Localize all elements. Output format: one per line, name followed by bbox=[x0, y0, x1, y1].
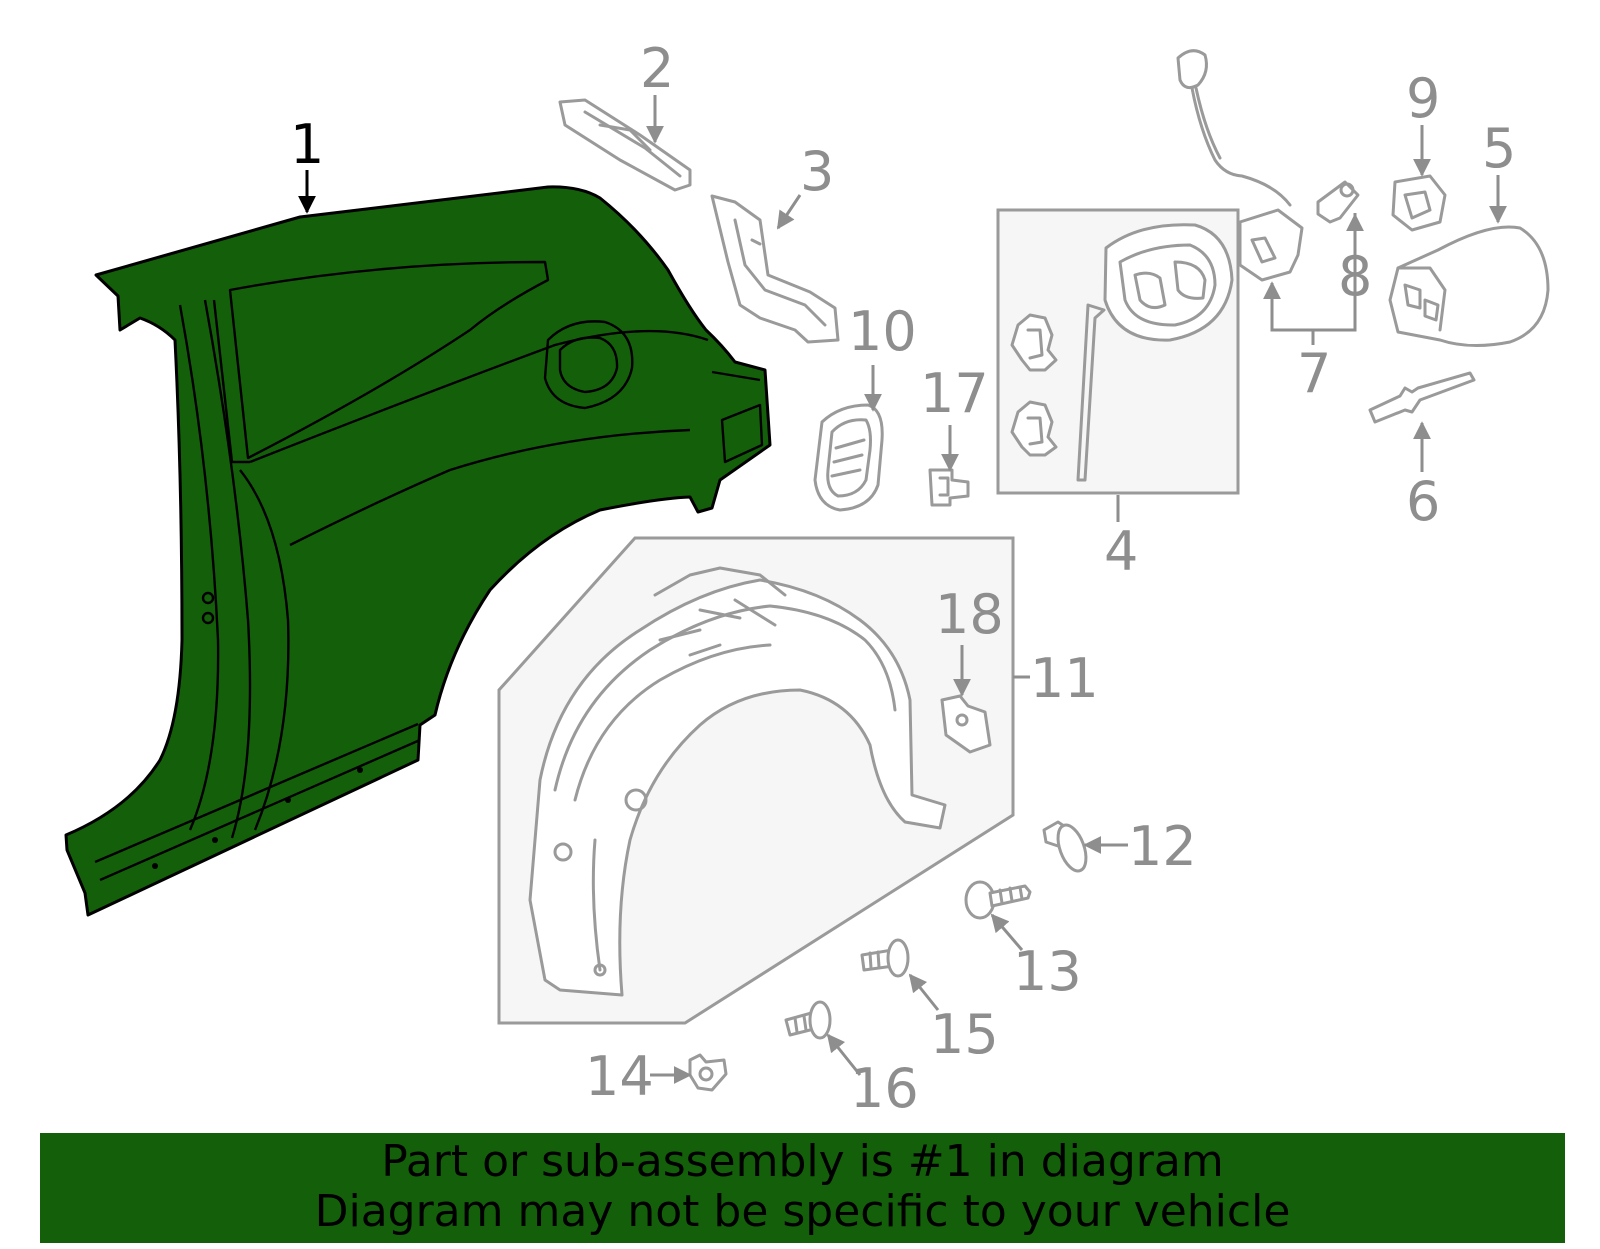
leader-13 bbox=[990, 913, 1024, 951]
leader-3 bbox=[776, 194, 802, 230]
part-3-extension[interactable] bbox=[710, 194, 840, 344]
callout-15: 15 bbox=[930, 1003, 999, 1066]
callout-11: 11 bbox=[1030, 647, 1099, 710]
callout-1: 1 bbox=[290, 113, 324, 176]
part-2-bracket[interactable] bbox=[558, 98, 692, 192]
part-15-bolt[interactable] bbox=[860, 938, 910, 978]
callout-labels: 1 2 3 4 5 6 7 8 9 10 11 12 13 14 15 16 1… bbox=[290, 37, 1516, 1120]
part-14-push-clip[interactable] bbox=[688, 1053, 728, 1092]
leader-15 bbox=[908, 973, 940, 1011]
part-17-clip[interactable] bbox=[928, 468, 970, 507]
callout-10: 10 bbox=[848, 300, 917, 363]
part-4-fuel-door-assembly[interactable] bbox=[996, 208, 1240, 495]
part-7-cable[interactable] bbox=[1176, 49, 1304, 282]
part-10-gasket[interactable] bbox=[813, 403, 884, 512]
callout-7: 7 bbox=[1297, 342, 1331, 405]
callout-6: 6 bbox=[1406, 470, 1440, 533]
part-13-screw[interactable] bbox=[964, 880, 1032, 920]
part-11-wheelhouse-liner[interactable] bbox=[497, 536, 1015, 1025]
leader-lines bbox=[298, 95, 1507, 1084]
callout-14: 14 bbox=[585, 1045, 654, 1108]
part-6-pin[interactable] bbox=[1368, 371, 1476, 424]
part-5-fuel-door[interactable] bbox=[1388, 225, 1550, 348]
callout-17: 17 bbox=[920, 362, 989, 425]
info-banner: Part or sub-assembly is #1 in diagram Di… bbox=[40, 1133, 1565, 1243]
callout-16: 16 bbox=[850, 1057, 919, 1120]
part-1-quarter-panel[interactable] bbox=[64, 185, 772, 917]
callout-2: 2 bbox=[640, 37, 674, 100]
callout-13: 13 bbox=[1013, 940, 1082, 1003]
part-9-nut[interactable] bbox=[1391, 174, 1447, 232]
leader-16 bbox=[826, 1033, 862, 1076]
callout-12: 12 bbox=[1128, 815, 1197, 878]
part-18-clip[interactable] bbox=[940, 694, 992, 754]
banner-line-2: Diagram may not be specific to your vehi… bbox=[314, 1186, 1291, 1237]
banner-line-1: Part or sub-assembly is #1 in diagram bbox=[381, 1136, 1224, 1187]
callout-4: 4 bbox=[1104, 520, 1138, 583]
part-16-bolt[interactable] bbox=[784, 1000, 832, 1040]
callout-9: 9 bbox=[1406, 67, 1440, 130]
callout-5: 5 bbox=[1482, 117, 1516, 180]
part-8-plunger[interactable] bbox=[1316, 180, 1360, 224]
callout-3: 3 bbox=[800, 140, 834, 203]
callout-8: 8 bbox=[1338, 245, 1372, 308]
part-12-grommet[interactable] bbox=[1042, 820, 1091, 874]
callout-18: 18 bbox=[935, 583, 1004, 646]
